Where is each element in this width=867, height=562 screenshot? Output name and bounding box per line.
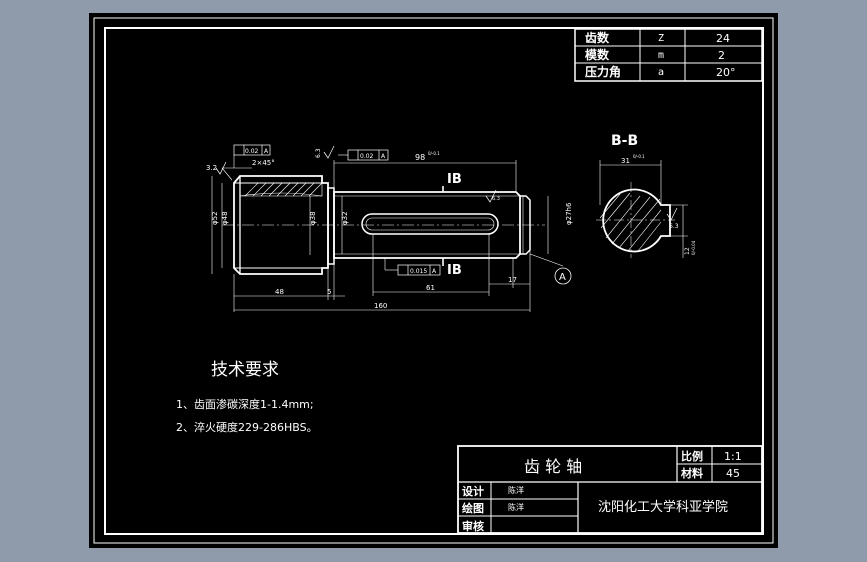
drawing-label: 绘图 [462, 501, 484, 515]
dim-ra2: 6.3 [492, 196, 500, 202]
tech-item-1: 1、齿面渗碳深度1-1.4mm; [176, 397, 314, 411]
keyway-slot [361, 213, 499, 235]
dim-sym-datum: A [432, 268, 437, 275]
dim-tol1: 0.02 [245, 148, 259, 155]
design-name: 陈洋 [508, 485, 524, 495]
dim-d32: φ32 [341, 211, 349, 225]
section-mark-top: IB [447, 172, 462, 187]
inner-border [104, 27, 764, 535]
scale-label: 比例 [681, 449, 703, 463]
section-b-b: B-B 31 0/-0.1 6.3 12 0/ [596, 133, 696, 258]
gear-row-name-1: 模数 [585, 47, 610, 62]
title-block: 齿 轮 轴 比例 1:1 材料 45 设计 陈洋 绘图 陈洋 审核 沈阳化工大学… [457, 445, 763, 534]
dim-d52: φ52 [211, 211, 219, 225]
dimension-labels: 2×45° 3.2 6.3 0.02 A 0.02 A 98 0/-0.1 IB… [206, 148, 573, 310]
datum-circle [554, 267, 572, 285]
dim-d38: φ38 [309, 211, 317, 225]
gear-row-symbol-0: Z [658, 33, 664, 44]
gear-row-symbol-1: m [658, 50, 664, 61]
dim-len160: 160 [374, 302, 387, 310]
dim-ra: 6.3 [315, 148, 322, 158]
drawing-name: 陈洋 [508, 502, 524, 512]
gear-parameter-table: 齿数 Z 24 模数 m 2 压力角 a 20° [574, 28, 763, 82]
dim-keyway-tol: 0/-0.1 [428, 151, 440, 156]
dim-tol1-datum: A [264, 148, 269, 155]
material-value: 45 [726, 467, 740, 480]
gear-row-value-0: 24 [716, 32, 730, 45]
tech-title: 技术要求 [211, 360, 279, 380]
dim-b-width-tol: 0/-0.1 [633, 154, 645, 159]
technical-requirements: 技术要求 1、齿面渗碳深度1-1.4mm; 2、淬火硬度229-286HBS。 [176, 360, 318, 434]
tech-item-2: 2、淬火硬度229-286HBS。 [176, 420, 318, 434]
part-name: 齿 轮 轴 [524, 457, 582, 476]
dim-b-width: 31 [621, 157, 630, 165]
dim-b-depth-tol: 0/-0.04 [691, 240, 696, 255]
dim-d27: φ27h6 [565, 202, 573, 225]
design-label: 设计 [462, 484, 484, 498]
section-title: B-B [611, 133, 638, 149]
dim-b-depth: 12 [684, 247, 691, 255]
dim-b-ra: 6.3 [669, 223, 679, 230]
shaft-drawing [211, 144, 572, 312]
dim-perp-datum: A [381, 153, 386, 160]
datum-label: A [559, 272, 566, 283]
dim-chamfer-left: 3.2 [206, 164, 217, 172]
scale-value: 1:1 [724, 450, 742, 463]
dim-sym-tol: 0.015 [410, 268, 427, 275]
review-label: 审核 [462, 519, 484, 533]
gear-row-name-2: 压力角 [585, 64, 621, 79]
dim-len5: 5 [327, 288, 331, 296]
outer-border [93, 17, 774, 544]
gear-row-value-2: 20° [716, 66, 736, 79]
section-hatching [599, 192, 662, 252]
dim-len48: 48 [275, 288, 284, 296]
dim-len61: 61 [426, 284, 435, 292]
dim-len17: 17 [508, 276, 517, 284]
tooth-hatching [244, 182, 323, 197]
school-name: 沈阳化工大学科亚学院 [598, 499, 728, 515]
drawing-sheet [89, 13, 778, 548]
dim-chamfer: 2×45° [252, 159, 275, 167]
section-mark-bottom: IB [447, 263, 462, 278]
gear-row-symbol-2: a [658, 67, 664, 78]
gear-row-name-0: 齿数 [585, 30, 610, 45]
material-label: 材料 [681, 466, 703, 480]
dim-perp: 0.02 [360, 153, 374, 160]
dim-keyway-length: 98 [415, 153, 425, 162]
gear-row-value-1: 2 [718, 49, 725, 62]
dim-d48: φ48 [221, 211, 229, 225]
